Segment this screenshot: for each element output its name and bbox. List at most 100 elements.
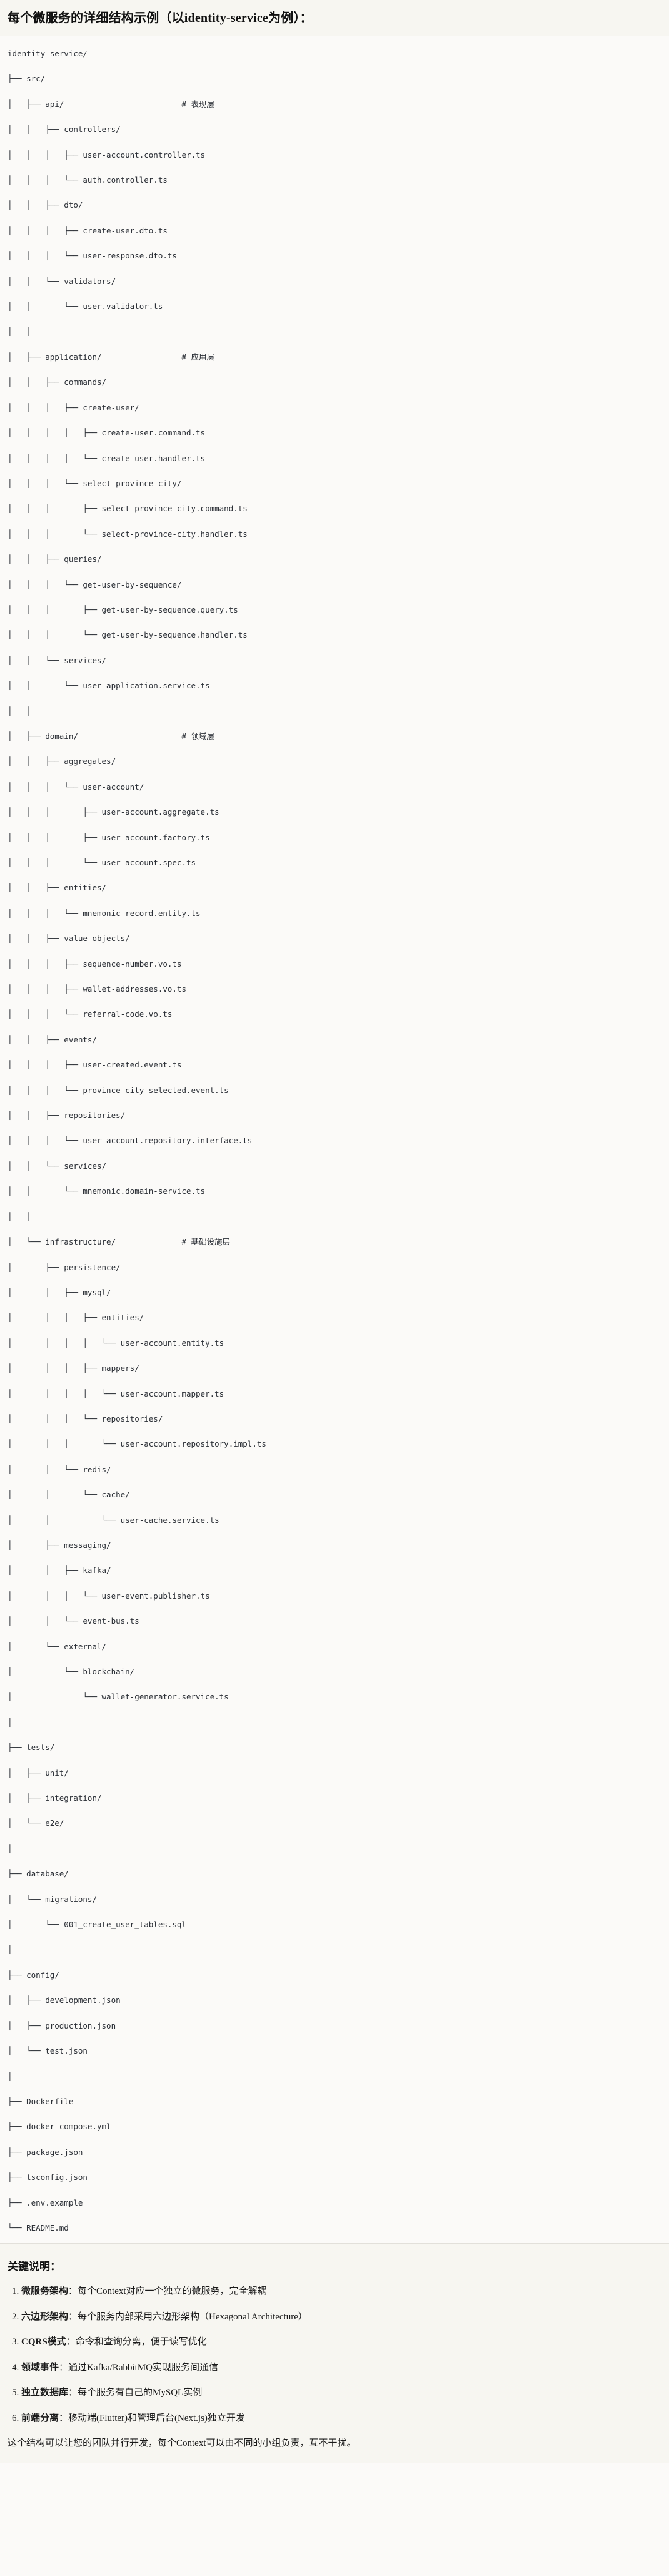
tree-line: │ │ ├── dto/	[8, 200, 83, 210]
tree-line: ├── package.json	[8, 2147, 83, 2157]
key-point-description: ：每个服务有自己的MySQL实例	[68, 2388, 203, 2398]
tree-line: │ │ │ └── get-user-by-sequence/	[8, 579, 182, 589]
tree-line: │ │ └── mnemonic.domain-service.ts	[8, 1186, 206, 1196]
key-point-description: ：通过Kafka/RabbitMQ实现服务间通信	[59, 2362, 218, 2373]
tree-line: │	[8, 1717, 13, 1727]
tree-line: │ │ │ ├── entities/	[8, 1313, 144, 1323]
tree-line: │ │ │ │ └── user-account.entity.ts	[8, 1338, 224, 1348]
tree-line: │ │ │ ├── sequence-number.vo.ts	[8, 959, 182, 969]
tree-line: │ └── wallet-generator.service.ts	[8, 1692, 229, 1702]
tree-line: │ │ │ ├── create-user.dto.ts	[8, 225, 168, 235]
key-point-description: ：移动端(Flutter)和管理后台(Next.js)独立开发	[59, 2413, 245, 2423]
tree-line: │ │ └── services/	[8, 1161, 107, 1171]
tree-line: │ │ ├── queries/	[8, 554, 102, 564]
tree-line: ├── tests/	[8, 1743, 55, 1753]
key-point-description: ：命令和查询分离，便于读写优化	[66, 2337, 207, 2348]
tree-line: └── README.md	[8, 2222, 69, 2232]
tree-line: │ │ └── validators/	[8, 276, 116, 286]
tree-line: ├── Dockerfile	[8, 2096, 74, 2106]
tree-line: │ │ │ │ └── user-account.mapper.ts	[8, 1388, 224, 1398]
tree-line: │ │ └── redis/	[8, 1464, 111, 1474]
tree-line: │ ├── messaging/	[8, 1540, 111, 1550]
tree-layer-comment: # 应用层	[181, 352, 215, 362]
tree-line: │ │ │ └── referral-code.vo.ts	[8, 1009, 173, 1019]
key-points-section: 关键说明： 微服务架构：每个Context对应一个独立的微服务，完全解耦六边形架…	[0, 2243, 669, 2464]
tree-line: │ │ └── user.validator.ts	[8, 302, 163, 312]
tree-line: │ ├── unit/	[8, 1768, 69, 1778]
tree-line: │ ├── development.json	[8, 1995, 121, 2005]
key-points-footer: 这个结构可以让您的团队并行开发，每个Context可以由不同的小组负责，互不干扰…	[8, 2438, 356, 2449]
tree-layer-comment: # 表现层	[181, 99, 215, 109]
tree-line: │ │ │ └── user-event.publisher.ts	[8, 1591, 210, 1601]
tree-line: │ │ ├── events/	[8, 1034, 97, 1044]
tree-line: │ │ └── cache/	[8, 1490, 130, 1500]
tree-line: │ │ │ ├── wallet-addresses.vo.ts	[8, 984, 186, 994]
tree-line: │ │ │ └── get-user-by-sequence.handler.t…	[8, 630, 248, 640]
tree-line: │ └── e2e/	[8, 1818, 64, 1828]
tree-line: │ │ │ │ └── create-user.handler.ts	[8, 453, 206, 463]
tree-line: │ │ │ └── user-account.repository.impl.t…	[8, 1439, 266, 1449]
tree-line: │ │ ├── kafka/	[8, 1565, 111, 1576]
key-point-item: CQRS模式：命令和查询分离，便于读写优化	[21, 2335, 661, 2349]
tree-line: │ │ │ ├── user-created.event.ts	[8, 1060, 182, 1070]
directory-tree: identity-service/ ├── src/ │ ├── api/ # …	[8, 48, 661, 2234]
tree-line: │ │ ├── mysql/	[8, 1287, 111, 1297]
tree-line: │ └── infrastructure/ # 基础设施层	[8, 1237, 231, 1247]
key-point-term: 独立数据库	[21, 2388, 69, 2398]
tree-line: │ │ │ └── auth.controller.ts	[8, 175, 168, 185]
tree-line: ├── docker-compose.yml	[8, 2122, 111, 2132]
key-point-term: 领域事件	[21, 2362, 59, 2373]
tree-line: │ ├── persistence/	[8, 1262, 121, 1272]
tree-line: │ │ ├── controllers/	[8, 125, 121, 135]
tree-line: ├── config/	[8, 1970, 59, 1980]
document-header: 每个微服务的详细结构示例（以identity-service为例）：	[0, 0, 669, 36]
tree-line: identity-service/	[8, 49, 88, 58]
tree-line: │ │ ├── commands/	[8, 377, 107, 387]
key-point-item: 六边形架构：每个服务内部采用六边形架构（Hexagonal Architectu…	[21, 2310, 661, 2324]
tree-line: │ │ │ └── select-province-city/	[8, 478, 182, 488]
tree-line: │ │ │ └── select-province-city.handler.t…	[8, 529, 248, 539]
tree-line: ├── .env.example	[8, 2197, 83, 2207]
tree-line: │ │ └── event-bus.ts	[8, 1616, 139, 1626]
tree-line: ├── tsconfig.json	[8, 2172, 88, 2182]
tree-line: │ │ ├── value-objects/	[8, 934, 130, 944]
tree-line: │ └── test.json	[8, 2046, 88, 2056]
tree-line: │ │ │ └── mnemonic-record.entity.ts	[8, 908, 201, 918]
tree-line: │ │ ├── aggregates/	[8, 756, 116, 766]
tree-line: │	[8, 1843, 13, 1853]
tree-line: │ │ ├── entities/	[8, 883, 107, 893]
key-point-item: 领域事件：通过Kafka/RabbitMQ实现服务间通信	[21, 2361, 661, 2375]
tree-line: │ ├── integration/	[8, 1793, 102, 1803]
key-point-term: 六边形架构	[21, 2311, 69, 2322]
tree-line: │ │ └── user-cache.service.ts	[8, 1515, 219, 1525]
tree-line: │ │ │ ├── get-user-by-sequence.query.ts	[8, 604, 238, 614]
tree-line: │ │ │ ├── user-account.controller.ts	[8, 150, 206, 160]
tree-line: │ │	[8, 327, 31, 337]
tree-line: │ └── 001_create_user_tables.sql	[8, 1920, 186, 1930]
key-point-term: CQRS模式	[21, 2337, 66, 2348]
tree-line: │ │ │ ├── user-account.factory.ts	[8, 832, 210, 842]
tree-line: │ │ │ └── user-account/	[8, 781, 144, 792]
tree-line: │ │ │ └── user-response.dto.ts	[8, 251, 177, 261]
tree-line: │ │	[8, 706, 31, 716]
tree-line: │ │ │ └── repositories/	[8, 1413, 163, 1423]
tree-line: │ ├── production.json	[8, 2020, 116, 2030]
key-point-description: ：每个Context对应一个独立的微服务，完全解耦	[68, 2286, 267, 2297]
key-point-item: 独立数据库：每个服务有自己的MySQL实例	[21, 2386, 661, 2400]
tree-line: │ ├── application/ # 应用层	[8, 352, 215, 362]
tree-line: ├── database/	[8, 1869, 69, 1879]
tree-line: │ │ │ ├── user-account.aggregate.ts	[8, 807, 219, 817]
key-points-list: 微服务架构：每个Context对应一个独立的微服务，完全解耦六边形架构：每个服务…	[8, 2284, 661, 2425]
tree-line: │ │	[8, 1211, 31, 1221]
tree-line: │ └── external/	[8, 1641, 107, 1651]
tree-line: │ └── blockchain/	[8, 1667, 135, 1676]
directory-tree-block: identity-service/ ├── src/ │ ├── api/ # …	[0, 36, 669, 2244]
tree-line: ├── src/	[8, 74, 46, 84]
tree-layer-comment: # 领域层	[181, 731, 215, 741]
page-title: 每个微服务的详细结构示例（以identity-service为例）：	[8, 11, 313, 25]
tree-line: │ ├── api/ # 表现层	[8, 99, 215, 109]
key-point-description: ：每个服务内部采用六边形架构（Hexagonal Architecture）	[68, 2311, 308, 2322]
tree-line: │ │ └── services/	[8, 655, 107, 665]
tree-line: │	[8, 1945, 13, 1955]
key-point-term: 前端分离	[21, 2413, 59, 2423]
